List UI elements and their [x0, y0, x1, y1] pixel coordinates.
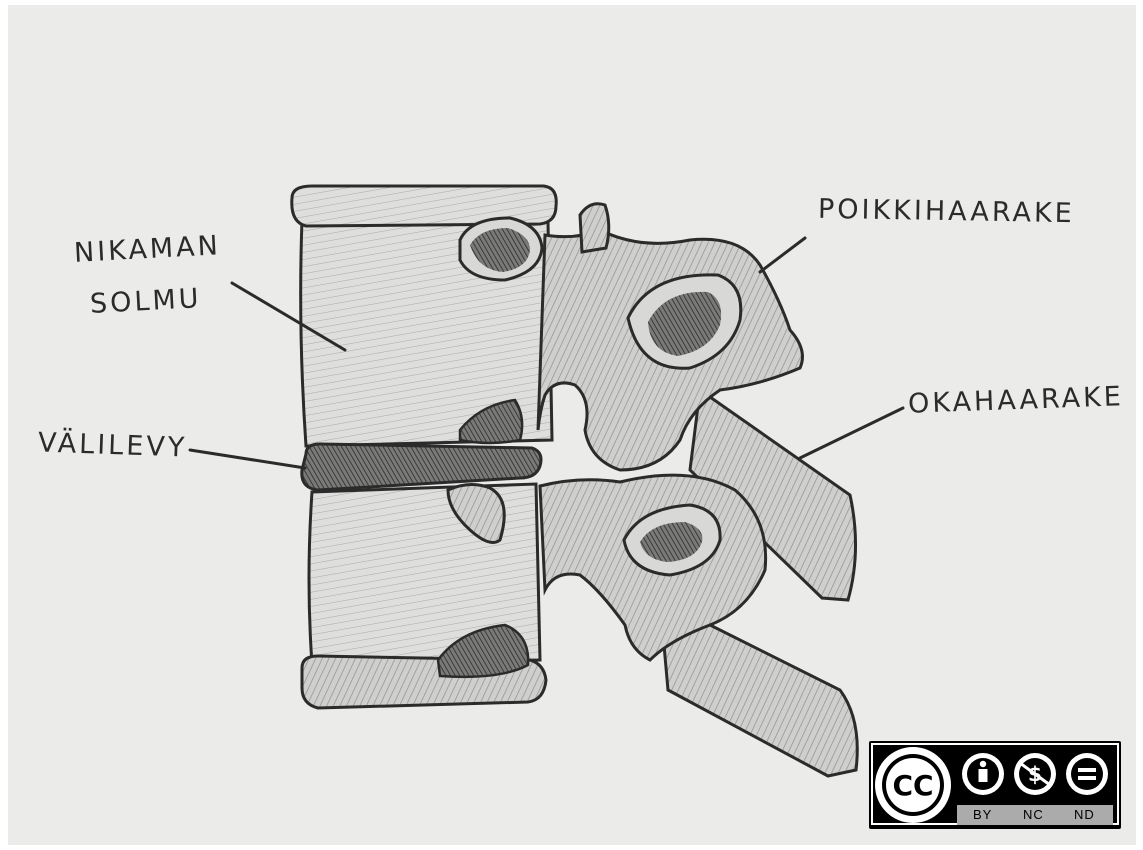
- label-solmu: SOLMU: [89, 285, 202, 318]
- label-nikaman: NIKAMAN: [73, 232, 221, 267]
- label-okahaarake: OKAHAARAKE: [908, 383, 1125, 418]
- leader-oka: [800, 408, 903, 458]
- leader-poikki: [760, 238, 805, 272]
- attribution-icon: [962, 753, 1004, 795]
- license-term-nc: NC: [1023, 805, 1044, 825]
- license-term-nd: ND: [1074, 805, 1095, 825]
- noncommercial-icon: $: [1014, 753, 1056, 795]
- label-valilevy: VÄLILEVY: [38, 429, 188, 461]
- noderivatives-icon: [1066, 753, 1108, 795]
- intervertebral-disc: [302, 444, 541, 490]
- cc-license-badge[interactable]: CC $ BY NC ND: [869, 741, 1121, 829]
- label-poikkihaarake: POIKKIHAARAKE: [818, 196, 1075, 227]
- cc-icon: CC: [875, 747, 951, 823]
- leader-valilevy: [190, 450, 305, 468]
- license-term-by: BY: [973, 805, 992, 825]
- cc-badge-text: CC: [892, 769, 933, 802]
- superior-articular-process: [580, 204, 609, 252]
